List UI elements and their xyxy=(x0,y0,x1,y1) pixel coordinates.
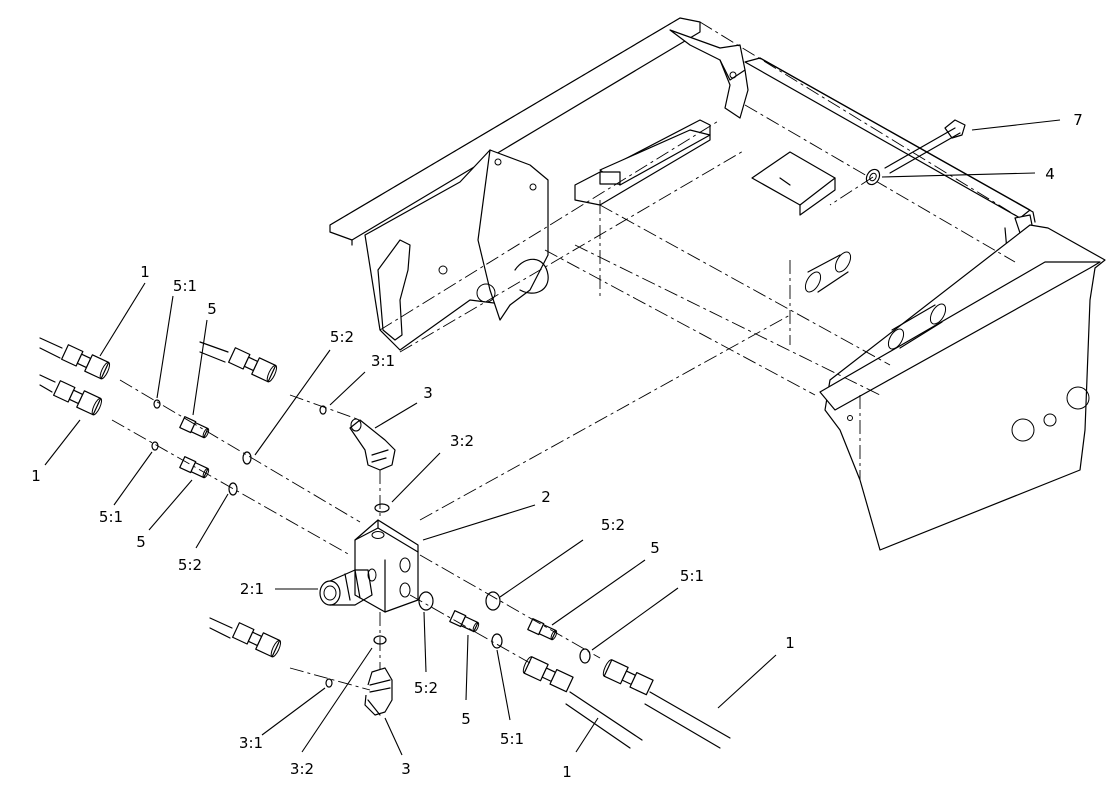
callout-3-1-bottom: 3:1 xyxy=(239,734,263,752)
leader-lines xyxy=(44,119,1061,756)
callout-4: 4 xyxy=(1045,165,1055,183)
callout-5-1-bottom: 5:1 xyxy=(500,730,524,748)
manifold-block xyxy=(319,519,419,613)
callout-5-bottom: 5 xyxy=(461,710,471,728)
callout-5-right: 5 xyxy=(650,539,660,557)
callout-5-1-right: 5:1 xyxy=(680,567,704,585)
callout-3-1-top: 3:1 xyxy=(371,352,395,370)
callout-5-left: 5 xyxy=(136,533,146,551)
callout-7: 7 xyxy=(1073,111,1083,129)
callout-3-top: 3 xyxy=(423,384,433,402)
callout-3-bottom: 3 xyxy=(401,760,411,778)
o-rings xyxy=(151,399,591,688)
callout-2: 2 xyxy=(541,488,551,506)
callout-1-left: 1 xyxy=(31,467,41,485)
hoses xyxy=(39,337,731,749)
bolt-and-washer xyxy=(829,119,966,206)
assembly-center-lines xyxy=(111,314,791,691)
callout-5-2-bottom: 5:2 xyxy=(414,679,438,697)
callout-1-right: 1 xyxy=(785,634,795,652)
callout-5-1-left: 5:1 xyxy=(99,508,123,526)
callout-3-2-top: 3:2 xyxy=(450,432,474,450)
callout-1-bottom: 1 xyxy=(562,763,572,781)
callout-5-top: 5 xyxy=(207,300,217,318)
callout-1-top-left: 1 xyxy=(140,263,150,281)
callout-5-2-left: 5:2 xyxy=(178,556,202,574)
elbow-fitting-lower xyxy=(364,667,393,716)
callout-labels: 1 5:1 5 5:2 3:1 3 3:2 1 5:1 5 5:2 2 2:1 … xyxy=(31,111,1083,781)
callout-5-2-right: 5:2 xyxy=(601,516,625,534)
elbow-fitting-upper xyxy=(349,418,396,471)
frame-assembly xyxy=(329,17,1106,551)
callout-3-2-bottom: 3:2 xyxy=(290,760,314,778)
callout-2-1: 2:1 xyxy=(240,580,264,598)
callout-5-1-top: 5:1 xyxy=(173,277,197,295)
callout-5-2-top: 5:2 xyxy=(330,328,354,346)
